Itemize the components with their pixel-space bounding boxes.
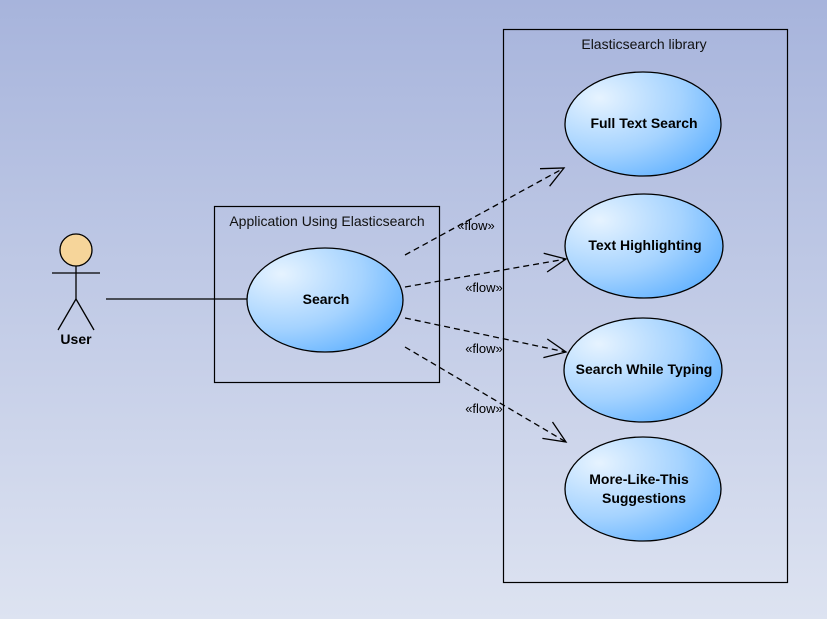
boundary-application-title: Application Using Elasticsearch [229,213,424,229]
usecase-more-like-this-label-line-1: More-Like-This [589,471,689,487]
flow-label-highlighting: «flow» [465,280,503,295]
usecase-full-text-search-label: Full Text Search [590,115,697,131]
flow-search-typing[interactable] [404,317,568,359]
boundary-library-frame [502,28,789,584]
flow-search-fulltext[interactable] [404,167,566,256]
flow-label-typing: «flow» [465,341,503,356]
usecase-text-highlighting-shape [564,193,724,299]
actor-head [59,233,93,267]
usecase-text-highlighting-label-line: Text Highlighting [588,237,701,253]
boundary-library: Elasticsearch library [502,28,789,584]
usecase-full-text-search-shape [564,71,722,177]
flow-arrowhead [543,252,568,273]
actor-user[interactable]: User [52,233,100,347]
usecase-search-label-line: Search [303,291,350,307]
usecase-search-while-typing-label: Search While Typing [576,361,713,377]
usecase-full-text-search[interactable]: Full Text Search [564,71,722,177]
flow-arrowhead [543,338,568,359]
usecase-more-like-this-shape [564,436,722,542]
flow-line [404,167,565,256]
usecase-search-shape [246,247,404,353]
usecase-more-like-this[interactable]: More-Like-This Suggestions [564,436,722,542]
flow-search-highlighting[interactable] [404,252,568,288]
usecase-search-while-typing[interactable]: Search While Typing [563,317,723,423]
flow-line [404,258,567,288]
boundary-library-title: Elasticsearch library [581,36,706,52]
usecase-search-while-typing-label-line: Search While Typing [576,361,713,377]
flow-arrowhead [542,421,568,443]
usecase-more-like-this-label-line-2: Suggestions [602,490,686,506]
usecase-search-while-typing-shape [563,317,723,423]
usecase-search-label: Search [303,291,350,307]
actor-right-leg [75,298,95,331]
usecase-search[interactable]: Search [246,247,404,353]
flow-line [404,346,567,443]
flow-label-fulltext: «flow» [457,218,495,233]
flow-label-mlt: «flow» [465,401,503,416]
stick-figure-icon [52,233,100,331]
boundary-application: Application Using Elasticsearch [213,205,441,384]
usecase-text-highlighting-label: Text Highlighting [588,237,701,253]
flow-arrowhead [539,167,566,187]
flow-search-mlt[interactable] [404,346,568,443]
usecase-more-like-this-label: More-Like-This Suggestions [589,471,692,506]
flow-line [404,317,567,353]
boundary-application-frame [213,205,441,384]
usecase-full-text-search-label-line: Full Text Search [590,115,697,131]
actor-left-leg [57,298,77,331]
usecase-text-highlighting[interactable]: Text Highlighting [564,193,724,299]
actor-user-label: User [60,331,92,347]
